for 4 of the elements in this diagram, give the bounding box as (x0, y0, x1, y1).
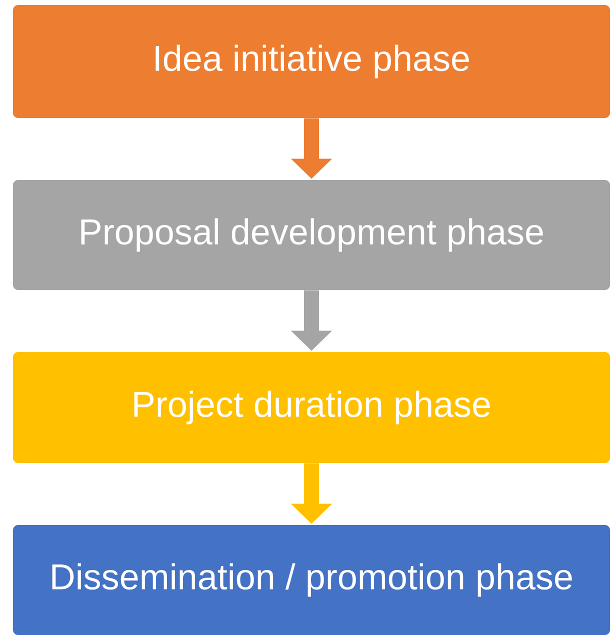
phase-box: Idea initiative phase (13, 5, 610, 118)
phase-box: Proposal development phase (13, 180, 610, 290)
phase-box: Project duration phase (13, 352, 610, 463)
phase-box: Dissemination / promotion phase (13, 525, 610, 635)
